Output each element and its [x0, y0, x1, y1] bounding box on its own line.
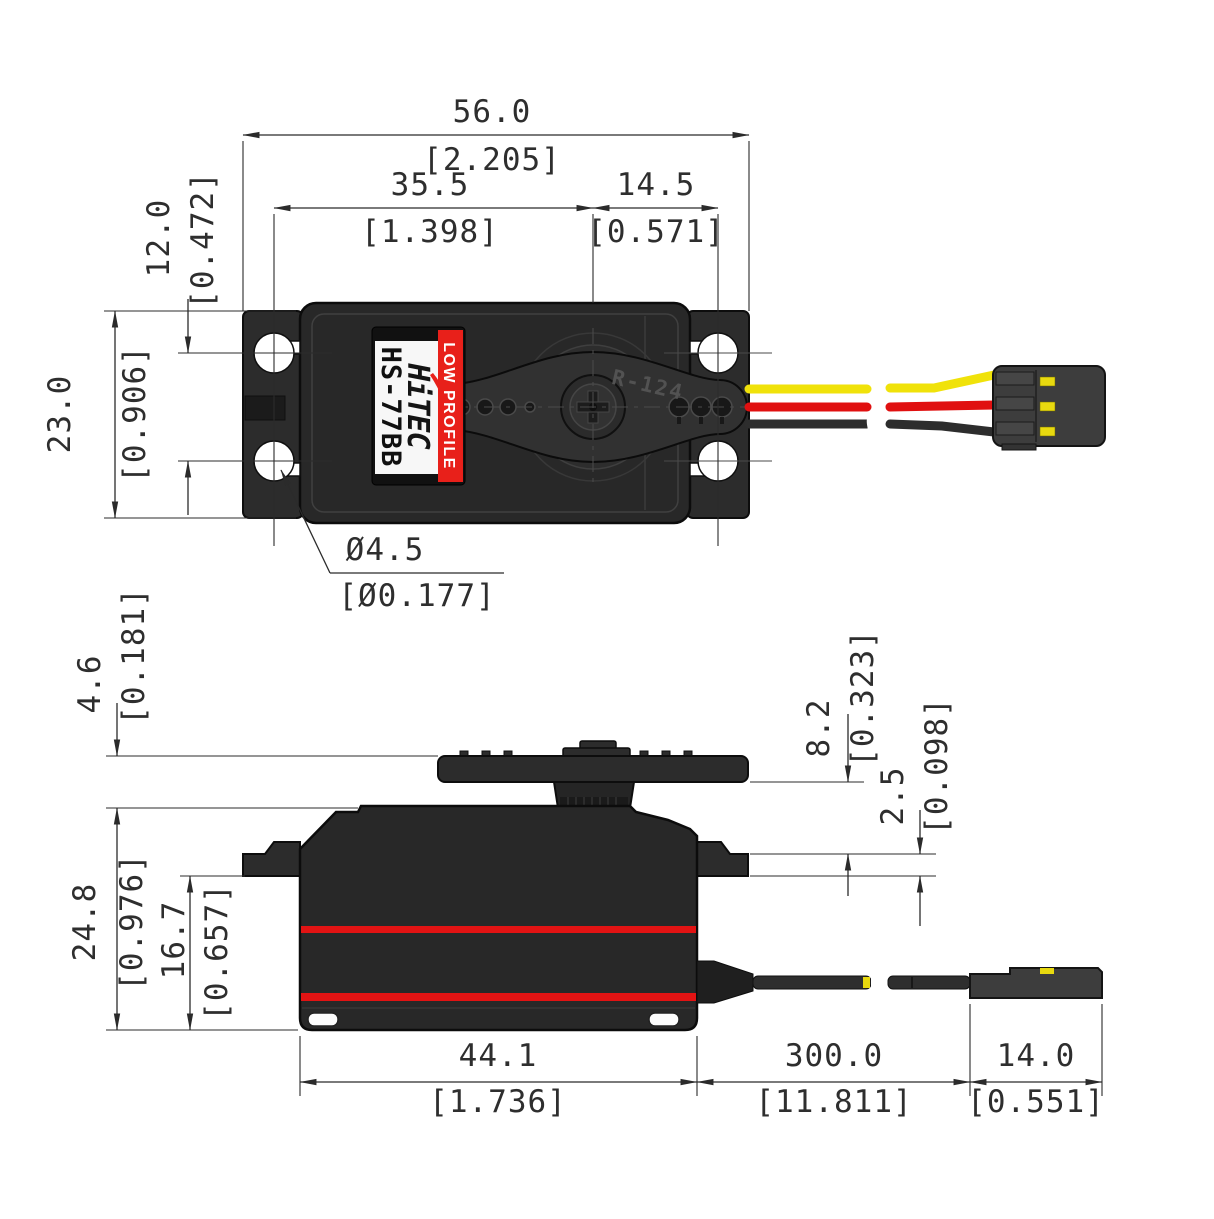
dim-hole-diameter: Ø4.5 [Ø0.177] — [280, 469, 504, 614]
dim-hole-diameter-mm: Ø4.5 — [346, 532, 425, 568]
label-series-text: LOW PROFILE — [440, 342, 457, 470]
dim-flange-height: 23.0 [0.906] — [42, 310, 296, 519]
dim-horn-to-flange: 8.2 [0.323] — [750, 629, 936, 896]
side-view: 4.6 [0.181] 24.8 [0.976] 16.7 [0.657] 8.… — [67, 587, 1105, 1120]
dim-hole-pitch: 12.0 [0.472] — [141, 171, 332, 515]
dim-hole-diameter-in: [Ø0.177] — [338, 578, 495, 614]
dim-span-left-in: [1.398] — [361, 214, 499, 250]
cable-break-symbol — [866, 360, 890, 450]
logo-swoosh — [430, 373, 450, 441]
servo-horn-side — [437, 740, 749, 809]
case-rib — [244, 395, 286, 421]
dim-cable-length-in: [11.811] — [755, 1084, 912, 1120]
dim-flange-height-mm: 23.0 — [42, 375, 78, 454]
dim-span-right: 14.5 [0.571] — [587, 167, 725, 546]
connector-mark — [1040, 968, 1054, 974]
dim-horn-to-flange-in: [0.323] — [845, 629, 881, 767]
dim-lower-height-mm: 16.7 — [156, 901, 192, 980]
dim-case-length-mm: 44.1 — [459, 1038, 538, 1074]
dim-connector-length-in: [0.551] — [967, 1084, 1105, 1120]
dim-case-length: 44.1 [1.736] — [299, 1036, 698, 1120]
dim-flange-thickness: 2.5 [0.098] — [750, 697, 955, 926]
case-foot — [307, 1012, 339, 1027]
connector-contact — [1039, 426, 1056, 437]
dim-span-left: 35.5 [1.398] — [273, 167, 594, 546]
brand-logo: HiTEC — [400, 362, 450, 450]
dim-overall-width-mm: 56.0 — [453, 94, 532, 130]
dim-horn-clearance-mm: 4.6 — [72, 655, 108, 714]
dim-hole-pitch-in: [0.472] — [185, 171, 221, 309]
dim-overall-width: 56.0 [2.205] — [242, 94, 750, 311]
connector-top — [992, 365, 1106, 451]
connector-contact — [1039, 376, 1056, 387]
dim-horn-clearance: 4.6 [0.181] — [72, 587, 438, 809]
dim-cable-length-mm: 300.0 — [785, 1038, 883, 1074]
dim-cable-length: 300.0 [11.811] — [696, 1004, 971, 1120]
connector-side — [969, 967, 1103, 999]
dim-flange-thickness-mm: 2.5 — [875, 767, 911, 826]
strain-relief — [696, 960, 754, 1004]
dim-flange-height-in: [0.906] — [117, 345, 153, 483]
spline-band — [560, 797, 628, 805]
case-foot — [648, 1012, 680, 1027]
dim-horn-to-flange-mm: 8.2 — [801, 699, 837, 758]
servo-cable-top — [744, 360, 999, 450]
dim-flange-thickness-in: [0.098] — [919, 697, 955, 835]
cable-break-symbol — [871, 970, 887, 996]
dim-lower-height: 16.7 [0.657] — [156, 875, 245, 1031]
dim-overall-height-mm: 24.8 — [67, 883, 103, 962]
dim-overall-width-in: [2.205] — [423, 142, 561, 178]
dim-span-right-mm: 14.5 — [617, 167, 696, 203]
label-red-stripe — [438, 330, 463, 482]
dim-overall-height: 24.8 [0.976] — [67, 807, 298, 1031]
dim-horn-clearance-in: [0.181] — [116, 587, 152, 725]
servo-case-side — [298, 804, 699, 1032]
product-label: HS-77BB HiTEC LOW PROFILE — [371, 326, 466, 486]
servo-cable-side — [696, 960, 1103, 1004]
dim-connector-length: 14.0 [0.551] — [967, 1004, 1105, 1120]
red-stripe-upper — [301, 926, 696, 933]
label-model-text: HS-77BB — [375, 347, 406, 468]
brand-text: HiTEC — [400, 362, 435, 449]
dim-hole-pitch-mm: 12.0 — [141, 199, 177, 278]
dim-span-right-in: [0.571] — [587, 214, 725, 250]
dim-lower-height-in: [0.657] — [199, 883, 235, 1021]
side-flange-right — [696, 841, 749, 877]
dim-span-left-mm: 35.5 — [391, 167, 470, 203]
connector-contact — [1039, 401, 1056, 412]
side-flange-left — [242, 841, 301, 877]
top-view: R-124 HS-77BB HiTEC LOW PROFILE — [42, 94, 1106, 614]
dim-connector-length-mm: 14.0 — [997, 1038, 1076, 1074]
dim-overall-height-in: [0.976] — [114, 853, 150, 991]
red-stripe-lower — [301, 993, 696, 1001]
dim-case-length-in: [1.736] — [429, 1084, 567, 1120]
